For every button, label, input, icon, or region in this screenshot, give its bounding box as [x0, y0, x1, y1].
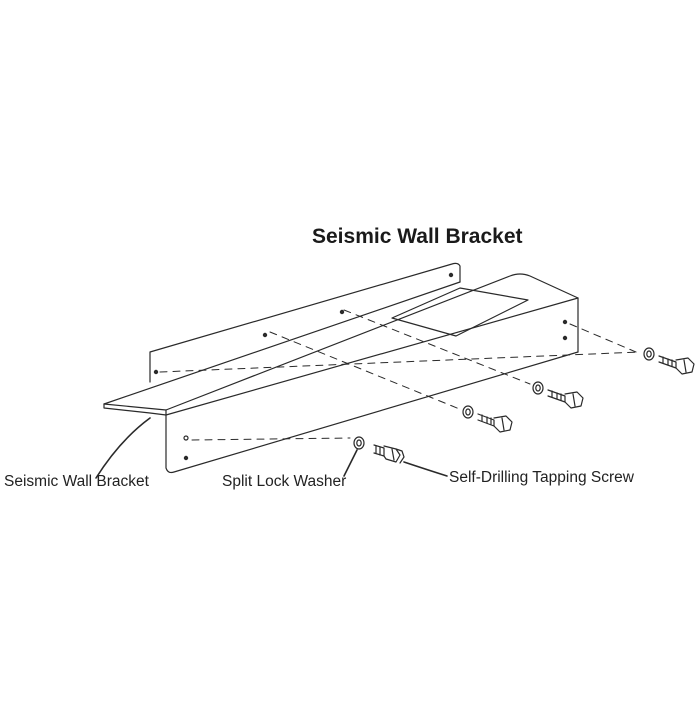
split-lock-washer: [353, 436, 365, 450]
label-split-lock-washer: Split Lock Washer: [222, 473, 347, 490]
flange-hole: [262, 332, 268, 338]
flange-hole: [448, 272, 454, 278]
label-self-drilling-tapping-screw: Self-Drilling Tapping Screw: [449, 469, 634, 486]
split-lock-washer: [643, 347, 655, 361]
cutout-window: [391, 287, 529, 337]
label-seismic-wall-bracket: Seismic Wall Bracket: [4, 473, 149, 490]
leader-screw: [403, 461, 448, 477]
fastener-set-2: [462, 405, 513, 433]
leader-lines: [95, 417, 448, 479]
back-flange: [149, 262, 461, 383]
tapping-screw: [547, 389, 584, 409]
front-face: [165, 297, 579, 474]
flange-hole: [153, 369, 159, 375]
front-hole: [183, 435, 189, 441]
flange-hole: [339, 309, 345, 315]
fastener-set-front: [353, 436, 405, 464]
diagram-title: Seismic Wall Bracket: [312, 225, 523, 248]
split-lock-washer: [532, 381, 544, 395]
leader-washer: [343, 449, 358, 477]
front-hole: [183, 455, 189, 461]
tapping-screw: [658, 355, 695, 375]
fastener-set-3: [532, 381, 584, 409]
front-hole: [562, 319, 568, 325]
tapping-screw: [477, 413, 513, 433]
tapping-screw: [373, 444, 405, 464]
split-lock-washer: [462, 405, 474, 419]
fastener-set-4: [643, 347, 695, 375]
leader-bracket: [95, 417, 151, 479]
front-hole: [562, 335, 568, 341]
top-plate: [103, 273, 579, 416]
alignment-lines: [159, 309, 641, 441]
base-flange: [103, 403, 167, 416]
